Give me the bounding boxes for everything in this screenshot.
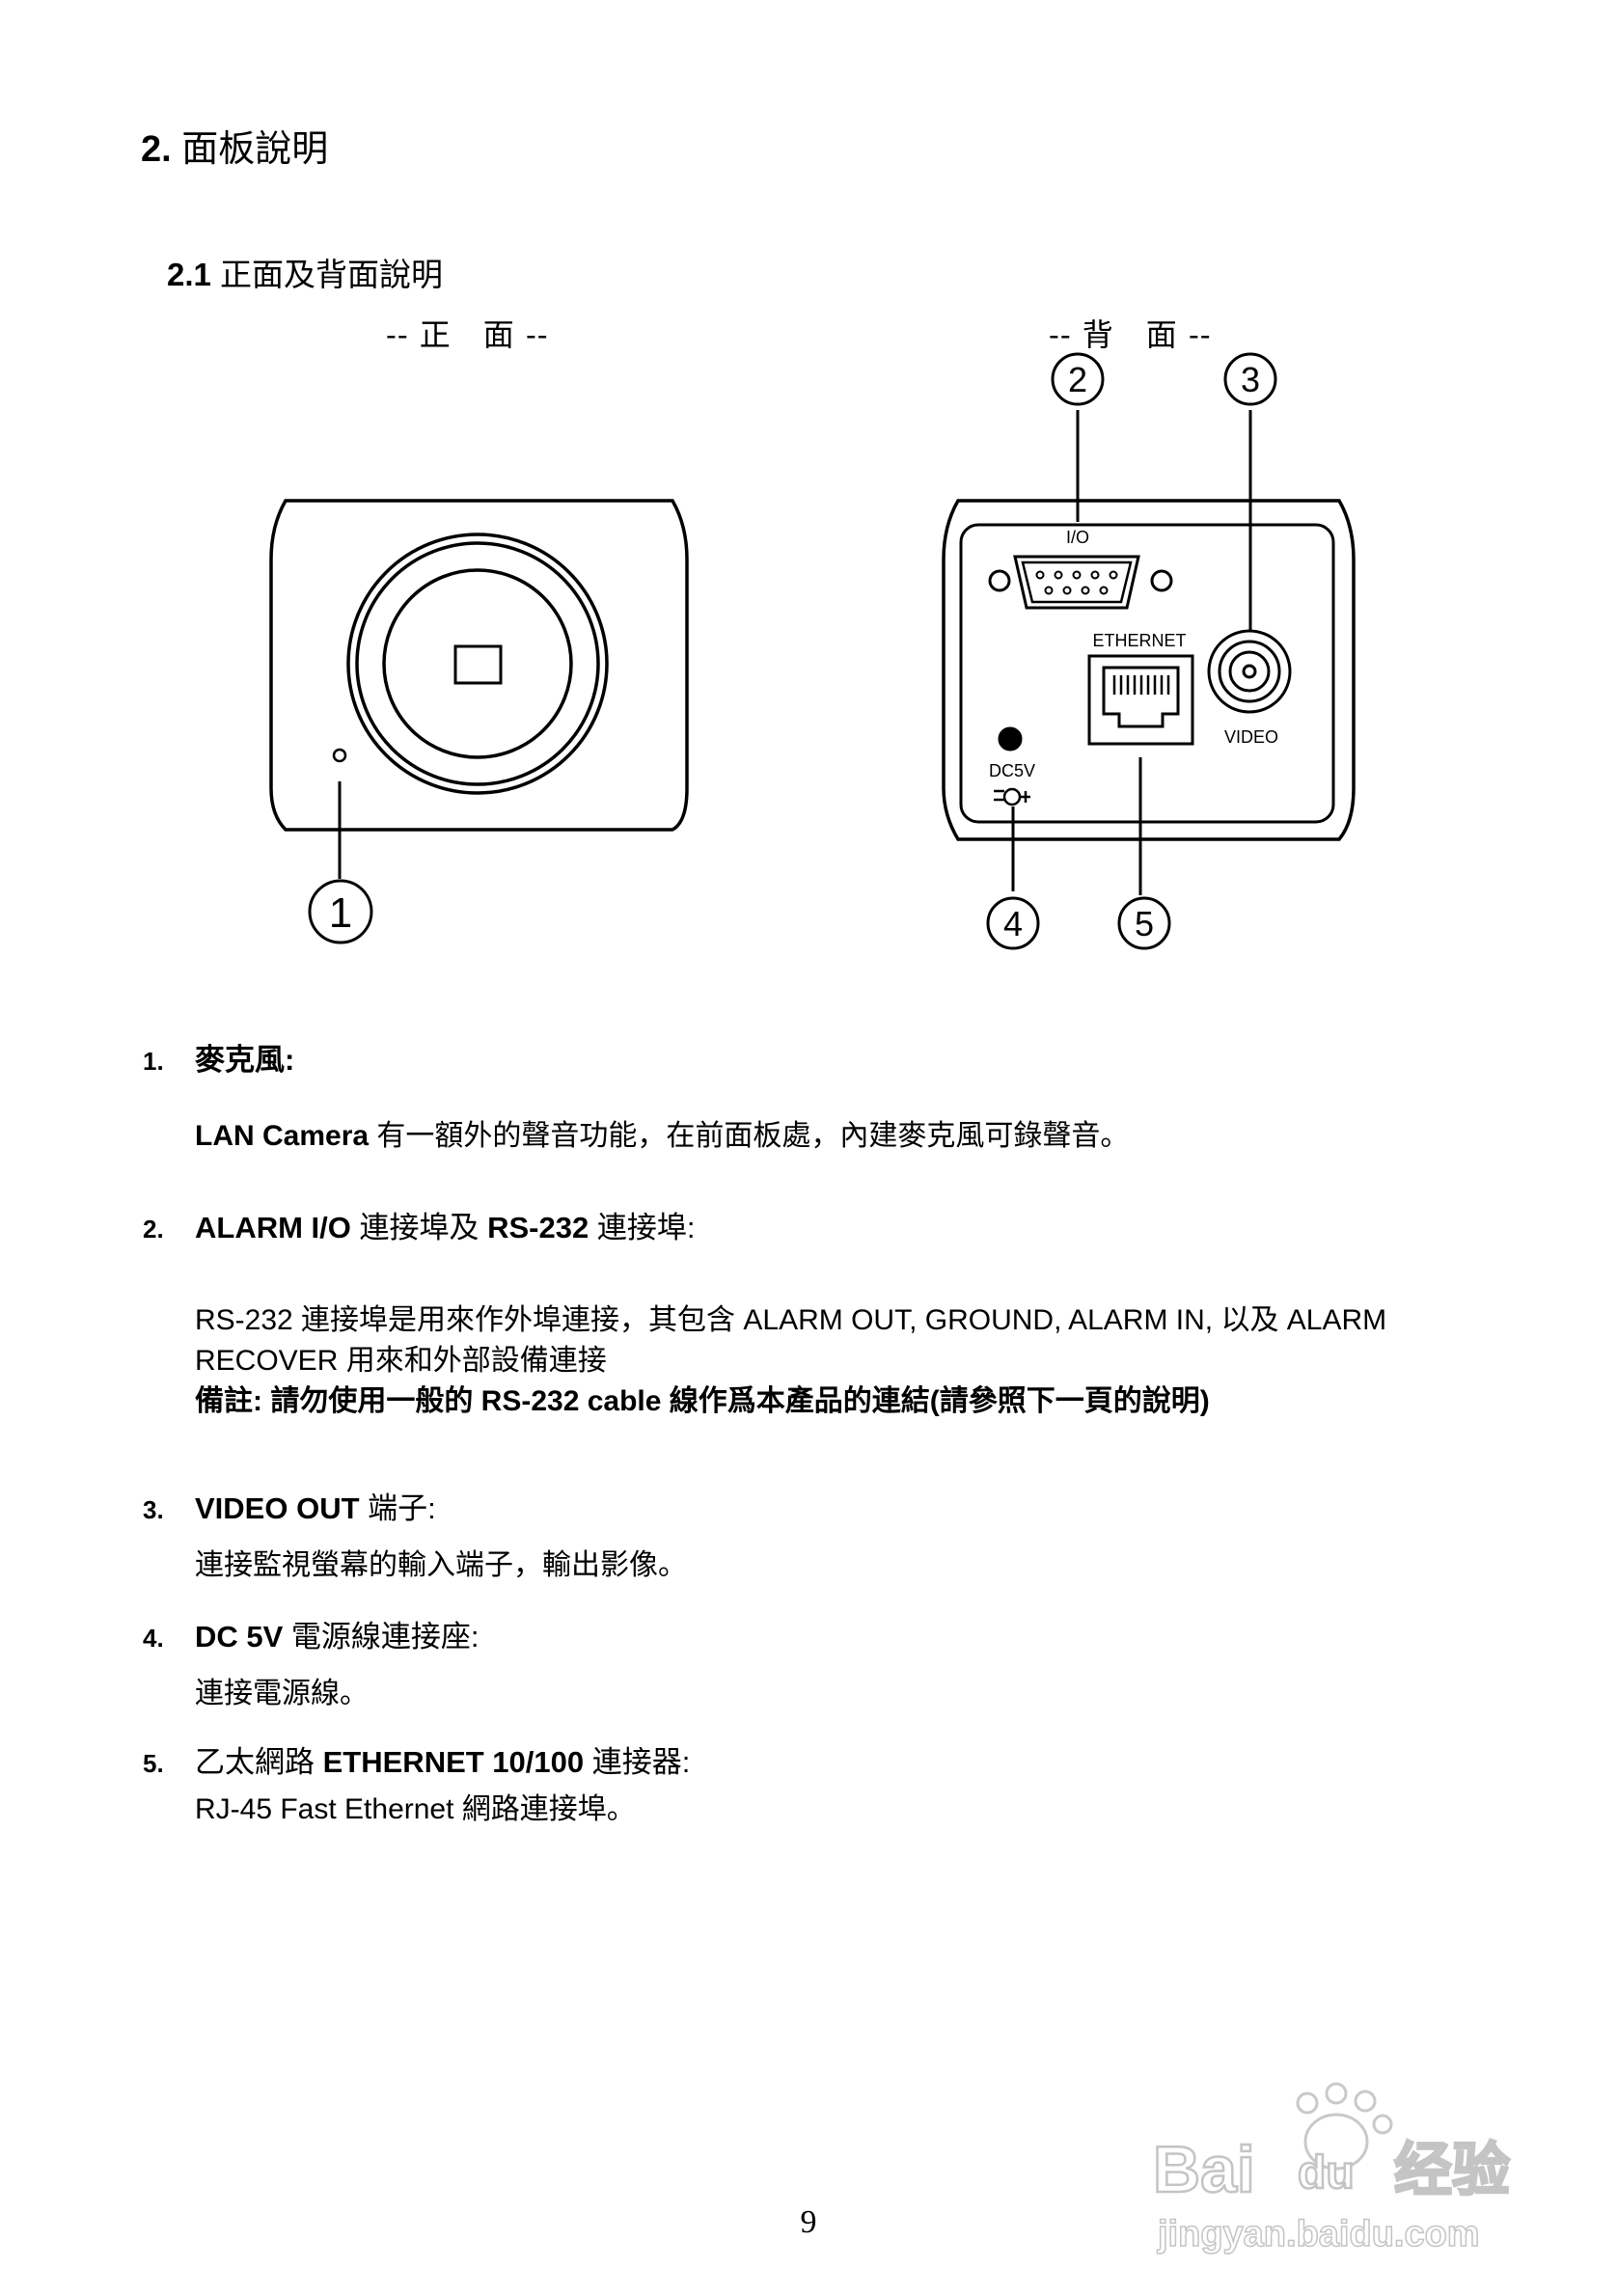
item-3-title-part: VIDEO OUT xyxy=(195,1491,360,1525)
callout-1-circle xyxy=(308,879,373,944)
item-number: 2. xyxy=(143,1215,164,1244)
item-2-heading: 2. ALARM I/O 連接埠及 RS-232 連接埠: xyxy=(143,1203,695,1246)
callout-5-circle xyxy=(1117,896,1171,950)
item-number: 1. xyxy=(143,1047,164,1076)
watermark-url: jingyan.baidu.com xyxy=(1157,2214,1480,2255)
item-3-title-part: 端子: xyxy=(359,1491,436,1525)
video-label: VIDEO xyxy=(1224,727,1278,747)
item-2-line-2: RECOVER 用來和外部設備連接 xyxy=(195,1345,607,1377)
callout-2-circle xyxy=(1051,352,1105,406)
item-5-heading: 5. 乙太網路 ETHERNET 10/100 連接器: xyxy=(143,1737,690,1781)
dc-label: DC5V xyxy=(989,761,1035,780)
item-4-title-part: DC 5V xyxy=(195,1620,284,1654)
watermark-brand-2: du xyxy=(1298,2147,1355,2199)
note-part: RS-232 cable xyxy=(480,1385,662,1417)
bnc-video-inner xyxy=(1228,650,1271,693)
paw-icon xyxy=(1303,2113,1369,2171)
front-lens-inner-ring xyxy=(382,568,573,759)
item-3-heading: 3. VIDEO OUT 端子: xyxy=(143,1484,436,1527)
ethernet-label: ETHERNET xyxy=(1092,631,1186,650)
item-2-title-part: 連接埠: xyxy=(589,1211,696,1244)
item-5-title-part: 連接器: xyxy=(584,1745,691,1779)
camera-panel-diagram: 1 2 3 4 5 I/O ETHERNET VIDEO DC5V xyxy=(269,352,1356,950)
back-view-label: -- 背 面 -- xyxy=(1049,316,1212,353)
item-4-heading: 4. DC 5V 電源線連接座: xyxy=(143,1612,480,1655)
front-lens-outer-ring xyxy=(346,533,609,795)
callout-3-circle xyxy=(1223,352,1277,406)
rj45-contacts xyxy=(1112,675,1170,695)
callout-1-number: 1 xyxy=(329,889,352,937)
io-label: I/O xyxy=(1066,528,1089,547)
item-2-line-1: RS-232 連接埠是用來作外埠連接，其包含 ALARM OUT, GROUND… xyxy=(195,1304,1387,1336)
microphone-hole xyxy=(332,748,347,763)
item-1-heading: 1. 麥克風: xyxy=(143,1035,294,1079)
item-4-title-part: 電源線連接座: xyxy=(283,1620,480,1654)
note-part: 線作爲本產品的連結(請參照下一頁的說明) xyxy=(661,1385,1210,1417)
item-number: 3. xyxy=(143,1495,164,1524)
db9-pins xyxy=(1035,570,1118,595)
watermark-brand: Bai xyxy=(1153,2133,1255,2206)
callout-2-number: 2 xyxy=(1068,360,1087,399)
front-camera-body xyxy=(269,499,689,832)
subsection-number: 2.1 xyxy=(167,257,211,292)
item-2-title-part: 連接埠及 xyxy=(350,1211,488,1244)
note-part: 備註: 請勿使用一般的 xyxy=(195,1385,481,1417)
section-number: 2. xyxy=(141,129,172,170)
item-5-title-part: 乙太網路 xyxy=(195,1745,323,1779)
item-1-body-bold: LAN Camera xyxy=(195,1120,370,1152)
item-3-body: 連接監視螢幕的輸入端子，輸出影像。 xyxy=(195,1549,687,1581)
subsection-heading: 2.1 正面及背面說明 xyxy=(167,249,443,295)
section-heading: 2. 面板說明 xyxy=(141,119,328,172)
bnc-video-outer xyxy=(1207,629,1292,714)
item-5-title-part: ETHERNET 10/100 xyxy=(322,1745,585,1779)
callout-5-number: 5 xyxy=(1135,904,1154,943)
front-view-label: -- 正 面 -- xyxy=(386,316,549,353)
item-2-body: RS-232 連接埠是用來作外埠連接，其包含 ALARM OUT, GROUND… xyxy=(195,1300,1386,1422)
back-camera-body xyxy=(942,499,1356,841)
item-number: 5. xyxy=(143,1749,164,1778)
section-title: 面板說明 xyxy=(181,129,329,170)
item-2-note: 備註: 請勿使用一般的 RS-232 cable 線作爲本產品的連結(請參照下一… xyxy=(195,1381,1386,1422)
db9-screw-right xyxy=(1150,569,1173,592)
page-number: 9 xyxy=(800,2204,817,2240)
item-2-title-part: ALARM I/O xyxy=(195,1211,351,1244)
callout-3-number: 3 xyxy=(1241,360,1260,399)
item-5-body: RJ-45 Fast Ethernet 網路連接埠。 xyxy=(195,1793,636,1825)
callout-4-number: 4 xyxy=(1003,904,1023,943)
front-lens-mid-ring xyxy=(355,541,600,786)
item-1-title: 麥克風: xyxy=(195,1043,295,1077)
item-2-title-part: RS-232 xyxy=(487,1211,589,1244)
subsection-title: 正面及背面說明 xyxy=(220,257,444,292)
db9-connector xyxy=(1013,555,1140,610)
item-1-body: LAN Camera 有一額外的聲音功能，在前面板處，內建麥克風可錄聲音。 xyxy=(195,1116,1129,1157)
rj45-outer xyxy=(1087,654,1194,746)
item-4-body: 連接電源線。 xyxy=(195,1678,369,1709)
rj45-socket xyxy=(1102,666,1180,728)
callout-4-circle xyxy=(986,896,1040,950)
db9-screw-left xyxy=(988,569,1011,592)
item-number: 4. xyxy=(143,1624,164,1653)
dc-jack xyxy=(998,726,1023,752)
watermark-cn: 经验 xyxy=(1394,2137,1510,2204)
bnc-video-mid xyxy=(1218,640,1281,703)
front-sensor-window xyxy=(453,644,503,685)
item-1-body-text: 有一額外的聲音功能，在前面板處，內建麥克風可錄聲音。 xyxy=(369,1120,1130,1152)
back-panel-inset xyxy=(959,523,1335,824)
dc-polarity-symbol xyxy=(1002,787,1022,806)
baidu-watermark: Bai du 经验 jingyan.baidu.com xyxy=(1153,2082,1511,2255)
